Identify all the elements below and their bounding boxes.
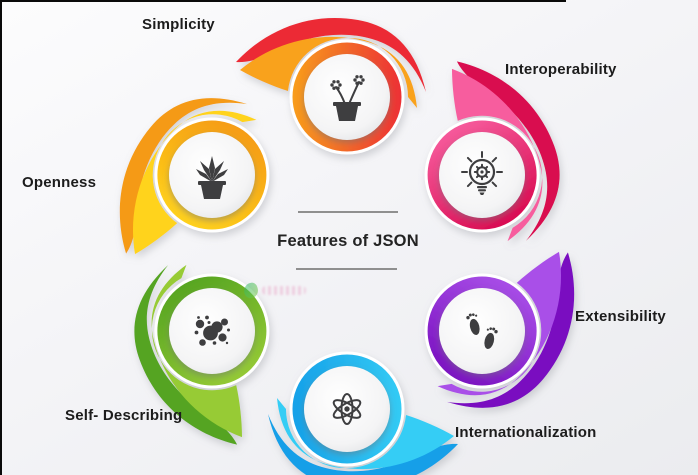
lightbulb-gear-icon <box>461 151 503 195</box>
feature-label-openness: Openness <box>22 174 97 191</box>
blossom-right <box>353 75 365 85</box>
frame-border-left <box>0 0 2 475</box>
feature-label-extensibility: Extensibility <box>575 308 666 325</box>
diagram-title: Features of JSON <box>277 232 419 250</box>
dots-cluster-icon <box>194 315 230 346</box>
frame-border-top <box>0 0 566 2</box>
footprints-icon <box>466 313 498 349</box>
hub-circle-extensibility <box>439 288 525 374</box>
divider-line-bottom <box>296 268 397 270</box>
feature-label-self-describing: Self- Describing <box>65 407 183 424</box>
feature-label-internationalization: Internationalization <box>455 424 597 441</box>
atom-icon <box>332 393 362 425</box>
feature-label-simplicity: Simplicity <box>142 16 215 33</box>
potted-plant-icon <box>196 156 228 199</box>
hub-circle-interoperability <box>439 132 525 218</box>
flower-pot-icon <box>330 75 365 121</box>
divider-line-top <box>298 211 398 213</box>
hub-circle-simplicity <box>304 54 390 140</box>
blossom-left <box>330 80 342 90</box>
feature-label-interoperability: Interoperability <box>505 61 617 78</box>
